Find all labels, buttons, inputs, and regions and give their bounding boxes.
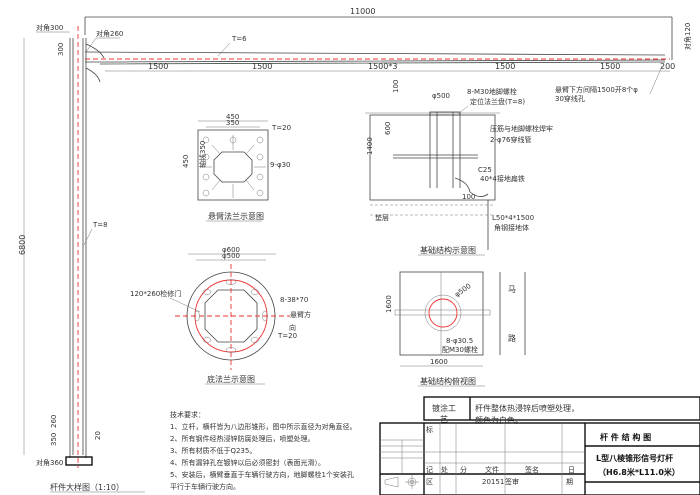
dim-height: 6800 (18, 235, 27, 255)
drawing-subtitle-2: （H6.8米*L11.0米） (598, 467, 680, 477)
foundation-plan: φ500 8-φ30.5 配M30螺栓 1600 1600 马 路 基础结构俯视… (385, 271, 526, 387)
base-flange-thickness: T=20 (277, 332, 297, 340)
arm-thickness: T=6 (231, 35, 247, 43)
requirement-item: 平行于车辆行驶方向。 (170, 482, 240, 491)
arm-note-line2: 30穿线孔 (555, 94, 585, 103)
dim-20: 20 (94, 431, 102, 440)
road-label-2: 路 (508, 333, 516, 343)
drawing-subtitle-1: L型八棱锥形信号灯杆 (596, 453, 673, 463)
coating-label: 镀涂工 (432, 403, 456, 413)
foundation-angle: L50*4*1500 (492, 214, 534, 222)
foundation-dim-1400: 1400 (366, 137, 374, 155)
technical-requirements: 技术要求： 1、立杆，横杆皆为八边形锥形，图中所示直径为对角直径。 2、所有钢件… (170, 410, 356, 491)
base-flange-inner-d: φ500 (222, 252, 240, 260)
requirements-heading: 技术要求： (170, 410, 205, 419)
row-label: 区 (426, 478, 433, 486)
coating-label-2: 艺 (440, 415, 448, 424)
dim-top-300: 300 (57, 43, 65, 56)
pole-title: 杆件大样图（1:10） (50, 482, 124, 492)
arm-flange-inner-width: 350 (226, 119, 239, 127)
arm-note-line1: 悬臂下方间隔1500开8个φ (555, 85, 638, 94)
foundation-ground-iron: 40*4接地扁铁 (480, 174, 525, 183)
requirement-item: 4、所有漏钟孔在镀锌以后必须密封（表面光滑）。 (170, 458, 325, 467)
row-label: 期 (566, 478, 573, 486)
plan-dim-height: 1600 (385, 295, 393, 313)
arm-flange-width: 450 (226, 113, 239, 121)
foundation-title: 基础结构示意图 (420, 245, 476, 255)
foundation-pipes: 2-φ76穿线管 (490, 135, 532, 144)
base-flange-slots: 8-38*70 (280, 296, 308, 304)
foundation-concrete: C25 (478, 166, 492, 174)
arm-flange-thickness: T=20 (271, 124, 291, 132)
coating-text-2: 颜色为白色。 (475, 415, 523, 425)
col-header: 文件 (485, 465, 499, 474)
pole-elevation: 11000 对角300 对角260 T=6 对角120 1500 1500 15… (18, 7, 692, 493)
col-header: 日 (568, 466, 575, 474)
arm-flange-diagram: 450 350 450 轴线350 T=20 9-φ30 悬臂法兰示意图 (182, 113, 291, 222)
arm-flange-title: 悬臂法兰示意图 (208, 211, 264, 221)
plan-dim-width: 1600 (430, 358, 448, 366)
dim-total-length: 11000 (350, 7, 375, 16)
row-label: 记 (426, 466, 433, 474)
dim-260: 260 (50, 415, 58, 428)
plan-title: 基础结构俯视图 (420, 376, 476, 386)
coating-text-1: 杆件整体热浸锌后喷塑处理， (475, 403, 579, 413)
dim-350: 350 (50, 433, 58, 446)
projection-symbol (384, 475, 419, 489)
arm-flange-inner-height: 轴线350 (198, 141, 207, 168)
foundation-cushion: 垫层 (375, 213, 389, 222)
drawing-date: 20151 (482, 478, 504, 486)
base-flange-title: 底法兰示意图 (207, 374, 255, 384)
requirement-item: 3、所有材质不低于Q235。 (170, 446, 256, 455)
arm-spacing-3: 1500*3 (368, 62, 397, 71)
col-header: 签名 (525, 465, 539, 474)
requirement-item: 2、所有钢件经热浸锌防腐处理后，喷塑处理。 (170, 434, 314, 443)
arm-spacing-5: 1500 (600, 62, 620, 71)
arm-end-dim: 200 (660, 62, 675, 71)
base-flange-outer-d: φ600 (222, 246, 240, 254)
dim-top-diag: 对角300 (36, 23, 63, 32)
sign-label: 签审 (505, 477, 519, 486)
arm-spacing-1: 1500 (148, 62, 168, 71)
foundation-dim-600: 600 (384, 122, 392, 135)
arm-spacing-2: 1500 (252, 62, 272, 71)
title-block: 镀涂工 艺 杆件整体热浸锌后喷塑处理， 颜色为白色。 标 记 区 期 处 分 文… (379, 396, 700, 495)
plan-d500: φ500 (453, 282, 472, 299)
dim-base-diag: 对角360 (36, 458, 63, 467)
dim-arm-root-diag: 对角260 (96, 29, 123, 38)
road-label-1: 马 (508, 285, 516, 294)
requirement-item: 5、安装后，横臂垂直于车辆行驶方向，地脚螺栓1个安装孔 (170, 470, 354, 479)
col-header: 处 (441, 465, 448, 474)
base-flange-door: 120*260检修门 (130, 289, 181, 298)
row-label: 标 (426, 425, 433, 434)
foundation-dim-100-top: 100 (392, 80, 400, 93)
requirement-item: 1、立杆，横杆皆为八边形锥形，图中所示直径为对角直径。 (170, 422, 356, 431)
foundation-d500: φ500 (432, 92, 450, 100)
base-flange-direction-2: 向 (289, 323, 296, 332)
base-flange-arm-direction: 悬臂方 (290, 310, 311, 319)
base-flange-diagram: φ600 φ500 120*260检修门 8-38*70 悬臂方 向 T=20 … (130, 246, 311, 385)
foundation-welded-note: 压筋与地脚螺栓焊牢 (490, 124, 553, 133)
foundation-angle-note: 角钢接地体 (494, 223, 529, 232)
plan-bolts: 配M30螺栓 (442, 345, 478, 354)
foundation-dim-100-bot: 100 (462, 193, 475, 201)
foundation-bolts: 8-M30地脚螺栓 (467, 87, 517, 96)
dim-arm-tip-diag: 对角120 (683, 23, 692, 50)
plan-holes: 8-φ30.5 (446, 337, 473, 345)
arm-flange-holes: 9-φ30 (270, 161, 291, 169)
foundation-section: 100 φ500 8-M30地脚螺栓 定位法兰盘(T=8) 压筋与地脚螺栓焊牢 … (365, 80, 553, 256)
arm-flange-height: 450 (182, 155, 190, 168)
foundation-plate: 定位法兰盘(T=8) (470, 97, 525, 106)
arm-spacing-4: 1500 (495, 62, 515, 71)
pole-thickness: T=8 (92, 221, 108, 229)
col-header: 分 (460, 465, 467, 474)
drawing-title: 杆 件 结 构 图 (600, 432, 651, 442)
